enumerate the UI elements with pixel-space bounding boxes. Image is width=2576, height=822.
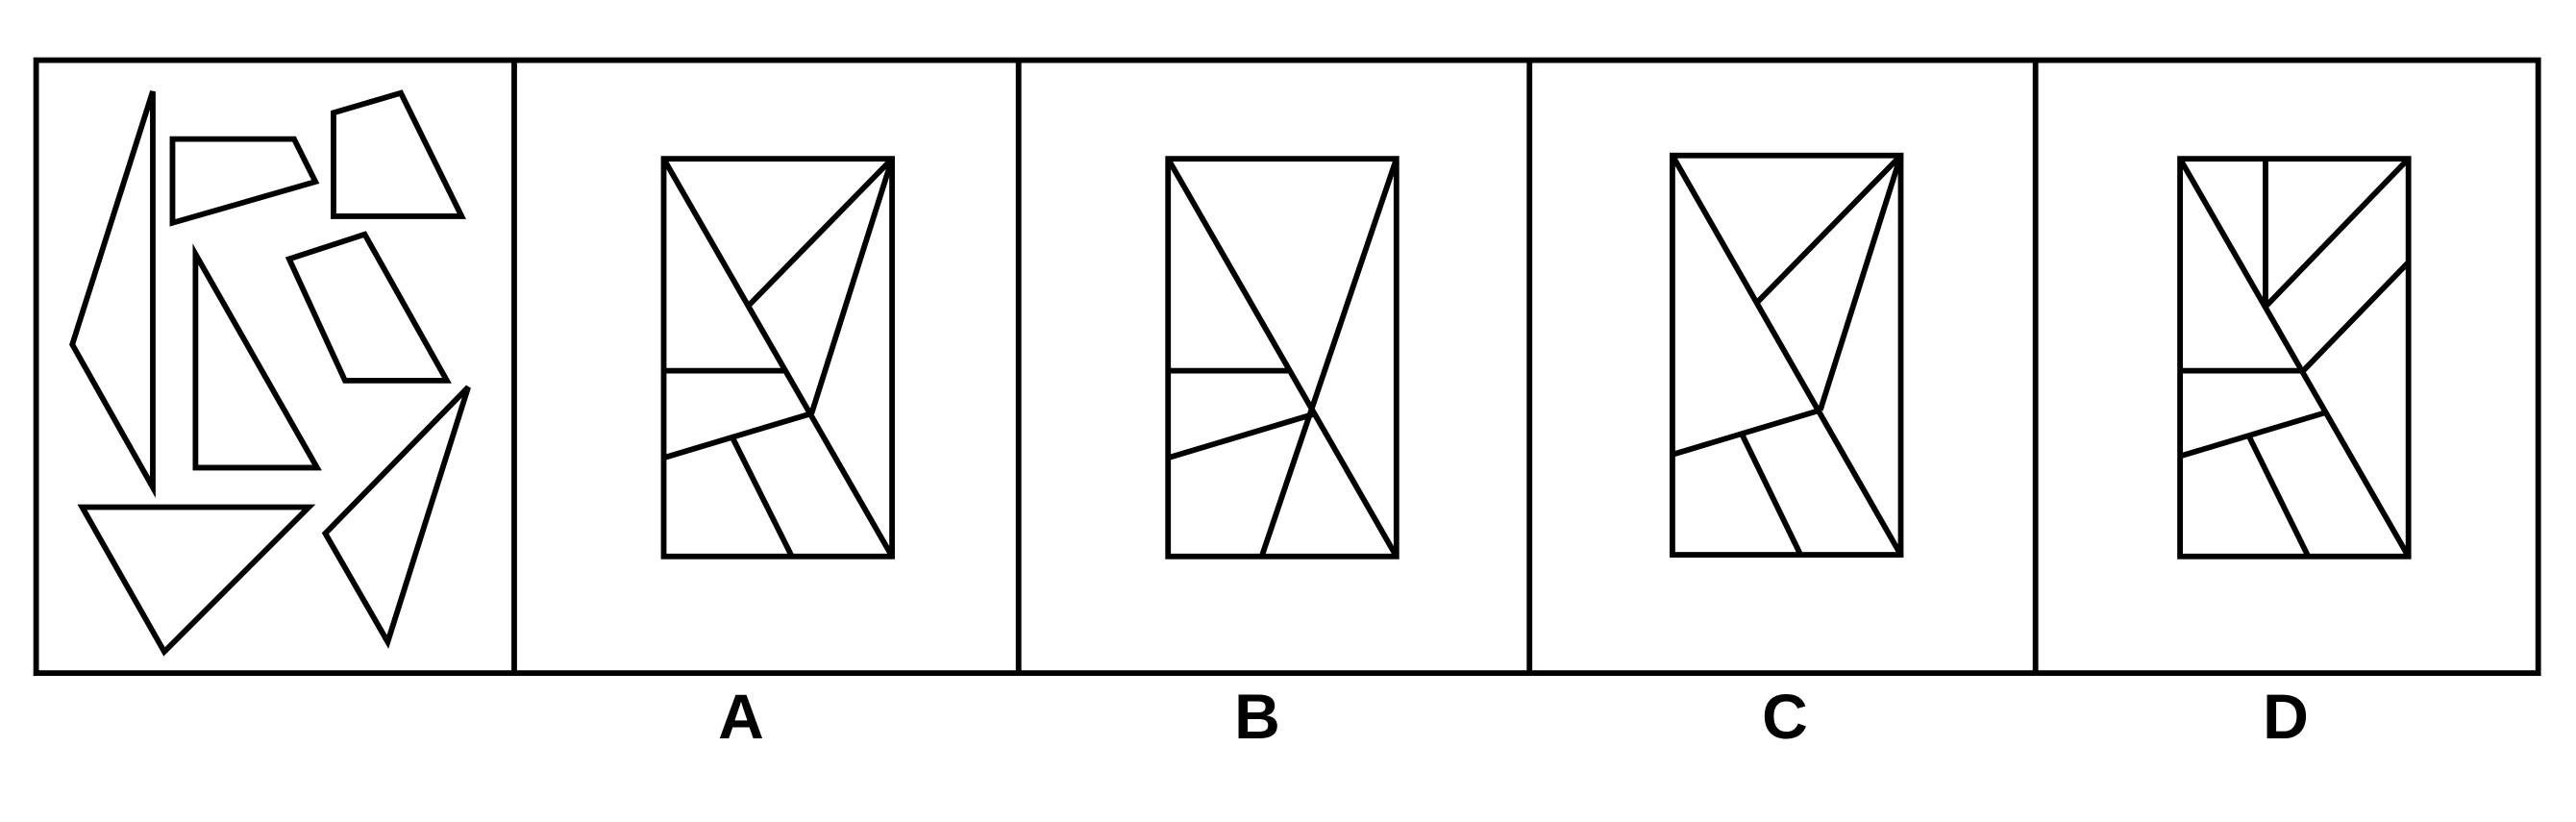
option-a-line	[660, 157, 895, 559]
option-c-figure	[1670, 152, 1904, 558]
option-b-line	[1165, 157, 1399, 559]
option-d-label[interactable]: D	[2263, 681, 2309, 752]
option-d-figure	[2177, 156, 2412, 560]
option-b-rectangle	[1165, 156, 1399, 560]
option-c-line	[1739, 432, 1803, 557]
option-a-line	[730, 436, 795, 559]
option-d-line	[2179, 409, 2329, 460]
option-c-line	[1670, 154, 1904, 557]
option-b-line	[1258, 158, 1399, 558]
outer-frame	[33, 57, 2541, 677]
option-a-label[interactable]: A	[718, 681, 764, 752]
option-d-line	[2301, 260, 2411, 373]
option-b-label[interactable]: B	[1234, 681, 1280, 752]
option-a-line	[808, 158, 895, 414]
option-a-line	[662, 411, 813, 461]
option-a-figure	[660, 156, 895, 560]
option-a-rectangle	[660, 156, 895, 560]
option-b-line	[1167, 411, 1317, 461]
piece-slanted-triangle	[321, 385, 471, 649]
option-c-line	[1755, 153, 1903, 304]
piece-parallelogram	[285, 231, 452, 384]
option-c-label[interactable]: C	[1762, 681, 1808, 752]
option-d-line	[2177, 157, 2412, 559]
piece-tall-triangle	[69, 90, 156, 499]
piece-right-triangle	[192, 243, 322, 471]
option-c-line	[1672, 407, 1821, 458]
piece-small-quad	[169, 136, 320, 227]
piece-top-quad	[331, 89, 466, 219]
option-d-rectangle	[2177, 156, 2412, 560]
option-d-line	[2263, 157, 2411, 309]
option-d-line	[2246, 435, 2312, 559]
option-c-rectangle	[1670, 152, 1904, 558]
option-b-figure	[1165, 156, 1399, 560]
piece-bottom-triangle	[77, 504, 316, 657]
panel-frames	[33, 57, 2541, 677]
option-a-line	[747, 157, 895, 308]
option-c-line	[1818, 154, 1904, 411]
question-panel	[69, 89, 471, 657]
